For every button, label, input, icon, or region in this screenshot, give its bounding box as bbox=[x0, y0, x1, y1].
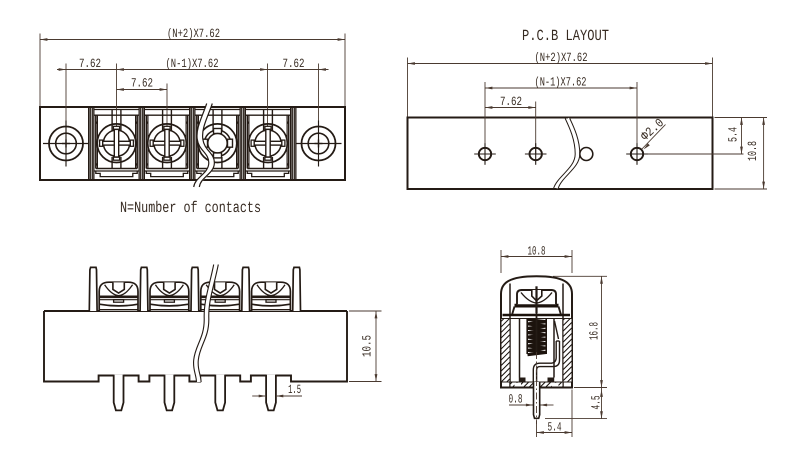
svg-text:1.5: 1.5 bbox=[288, 383, 301, 397]
svg-text:16.8: 16.8 bbox=[588, 322, 602, 340]
svg-text:7.62: 7.62 bbox=[283, 57, 305, 71]
svg-text:10.5: 10.5 bbox=[361, 335, 375, 357]
svg-text:N=Number of contacts: N=Number of contacts bbox=[120, 199, 261, 217]
svg-text:(N-1)X7.62: (N-1)X7.62 bbox=[535, 76, 587, 90]
svg-text:P.C.B LAYOUT: P.C.B LAYOUT bbox=[522, 27, 609, 45]
svg-text:(N+2)X7.62: (N+2)X7.62 bbox=[535, 51, 588, 65]
svg-text:7.62: 7.62 bbox=[79, 57, 101, 71]
svg-text:10.8: 10.8 bbox=[528, 245, 546, 259]
svg-text:7.62: 7.62 bbox=[131, 77, 153, 91]
svg-text:5.4: 5.4 bbox=[548, 421, 562, 435]
svg-text:0.8: 0.8 bbox=[509, 393, 523, 407]
svg-text:7.62: 7.62 bbox=[500, 95, 522, 109]
svg-text:10.8: 10.8 bbox=[746, 141, 760, 161]
svg-text:4.5: 4.5 bbox=[590, 396, 604, 410]
svg-text:5.4: 5.4 bbox=[727, 127, 741, 142]
svg-text:(N-1)X7.62: (N-1)X7.62 bbox=[166, 57, 219, 71]
svg-text:(N+2)X7.62: (N+2)X7.62 bbox=[167, 27, 220, 41]
